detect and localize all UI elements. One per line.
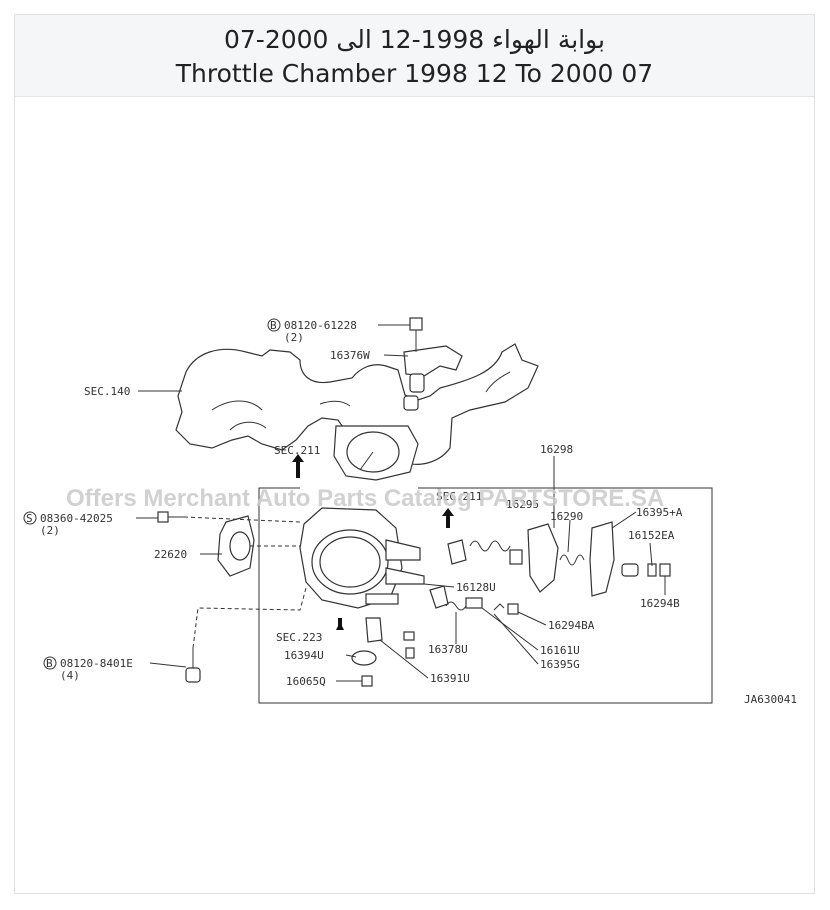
section-arrows bbox=[292, 454, 454, 630]
diagram-code: JA630041 bbox=[744, 693, 797, 706]
assembly-frame bbox=[258, 487, 713, 704]
label-screw-qty: (2) bbox=[40, 524, 60, 537]
label-22620: 22620 bbox=[154, 548, 187, 561]
label-16298: 16298 bbox=[540, 443, 573, 456]
label-sec211b: SEC.211 bbox=[436, 490, 482, 503]
label-screw: 08360-42025 bbox=[40, 512, 113, 525]
svg-text:B: B bbox=[270, 319, 277, 332]
bolt-08120-8401E bbox=[185, 545, 307, 683]
label-16294BA: 16294BA bbox=[548, 619, 595, 632]
label-16294B: 16294B bbox=[640, 597, 680, 610]
right-parts bbox=[351, 521, 671, 687]
label-16391U: 16391U bbox=[430, 672, 470, 685]
diagram-card: بوابة الهواء 1998-12 الى 2000-07 Throttl… bbox=[14, 14, 815, 894]
svg-text:S: S bbox=[26, 512, 33, 525]
title-english: Throttle Chamber 1998 12 To 2000 07 bbox=[175, 59, 654, 88]
label-16394U: 16394U bbox=[284, 649, 324, 662]
label-16128U: 16128U bbox=[456, 581, 496, 594]
label-sec223: SEC.223 bbox=[276, 631, 322, 644]
throttle-body bbox=[299, 507, 425, 609]
watermark: Offers Merchant Auto Parts Catalog PARTS… bbox=[66, 485, 664, 512]
label-16065Q: 16065Q bbox=[286, 675, 326, 688]
label-16378U: 16378U bbox=[428, 643, 468, 656]
label-16395G: 16395G bbox=[540, 658, 580, 671]
label-16290: 16290 bbox=[550, 510, 583, 523]
screw-08360 bbox=[157, 511, 301, 523]
label-bolt-bottom-qty: (4) bbox=[60, 669, 80, 682]
label-sec211: SEC.211 bbox=[274, 444, 320, 457]
throttle-flange bbox=[333, 425, 419, 481]
part-labels: B 08120-61228 (2) 16376W SEC.140 SEC.211… bbox=[23, 318, 797, 706]
part-16376W bbox=[403, 317, 463, 411]
label-sec140: SEC.140 bbox=[84, 385, 130, 398]
svg-text:B: B bbox=[46, 657, 53, 670]
label-bolt-top-qty: (2) bbox=[284, 331, 304, 344]
label-16152EA: 16152EA bbox=[628, 529, 675, 542]
label-16376W: 16376W bbox=[330, 349, 370, 362]
page-header: بوابة الهواء 1998-12 الى 2000-07 Throttl… bbox=[15, 15, 814, 97]
label-bolt-top: 08120-61228 bbox=[284, 319, 357, 332]
label-16161U: 16161U bbox=[540, 644, 580, 657]
leader-lines bbox=[136, 324, 666, 682]
label-16395A: 16395+A bbox=[636, 506, 683, 519]
label-16295: 16295 bbox=[506, 498, 539, 511]
part-22620 bbox=[217, 515, 255, 577]
label-bolt-bottom: 08120-8401E bbox=[60, 657, 133, 670]
title-arabic: بوابة الهواء 1998-12 الى 2000-07 bbox=[223, 25, 605, 54]
